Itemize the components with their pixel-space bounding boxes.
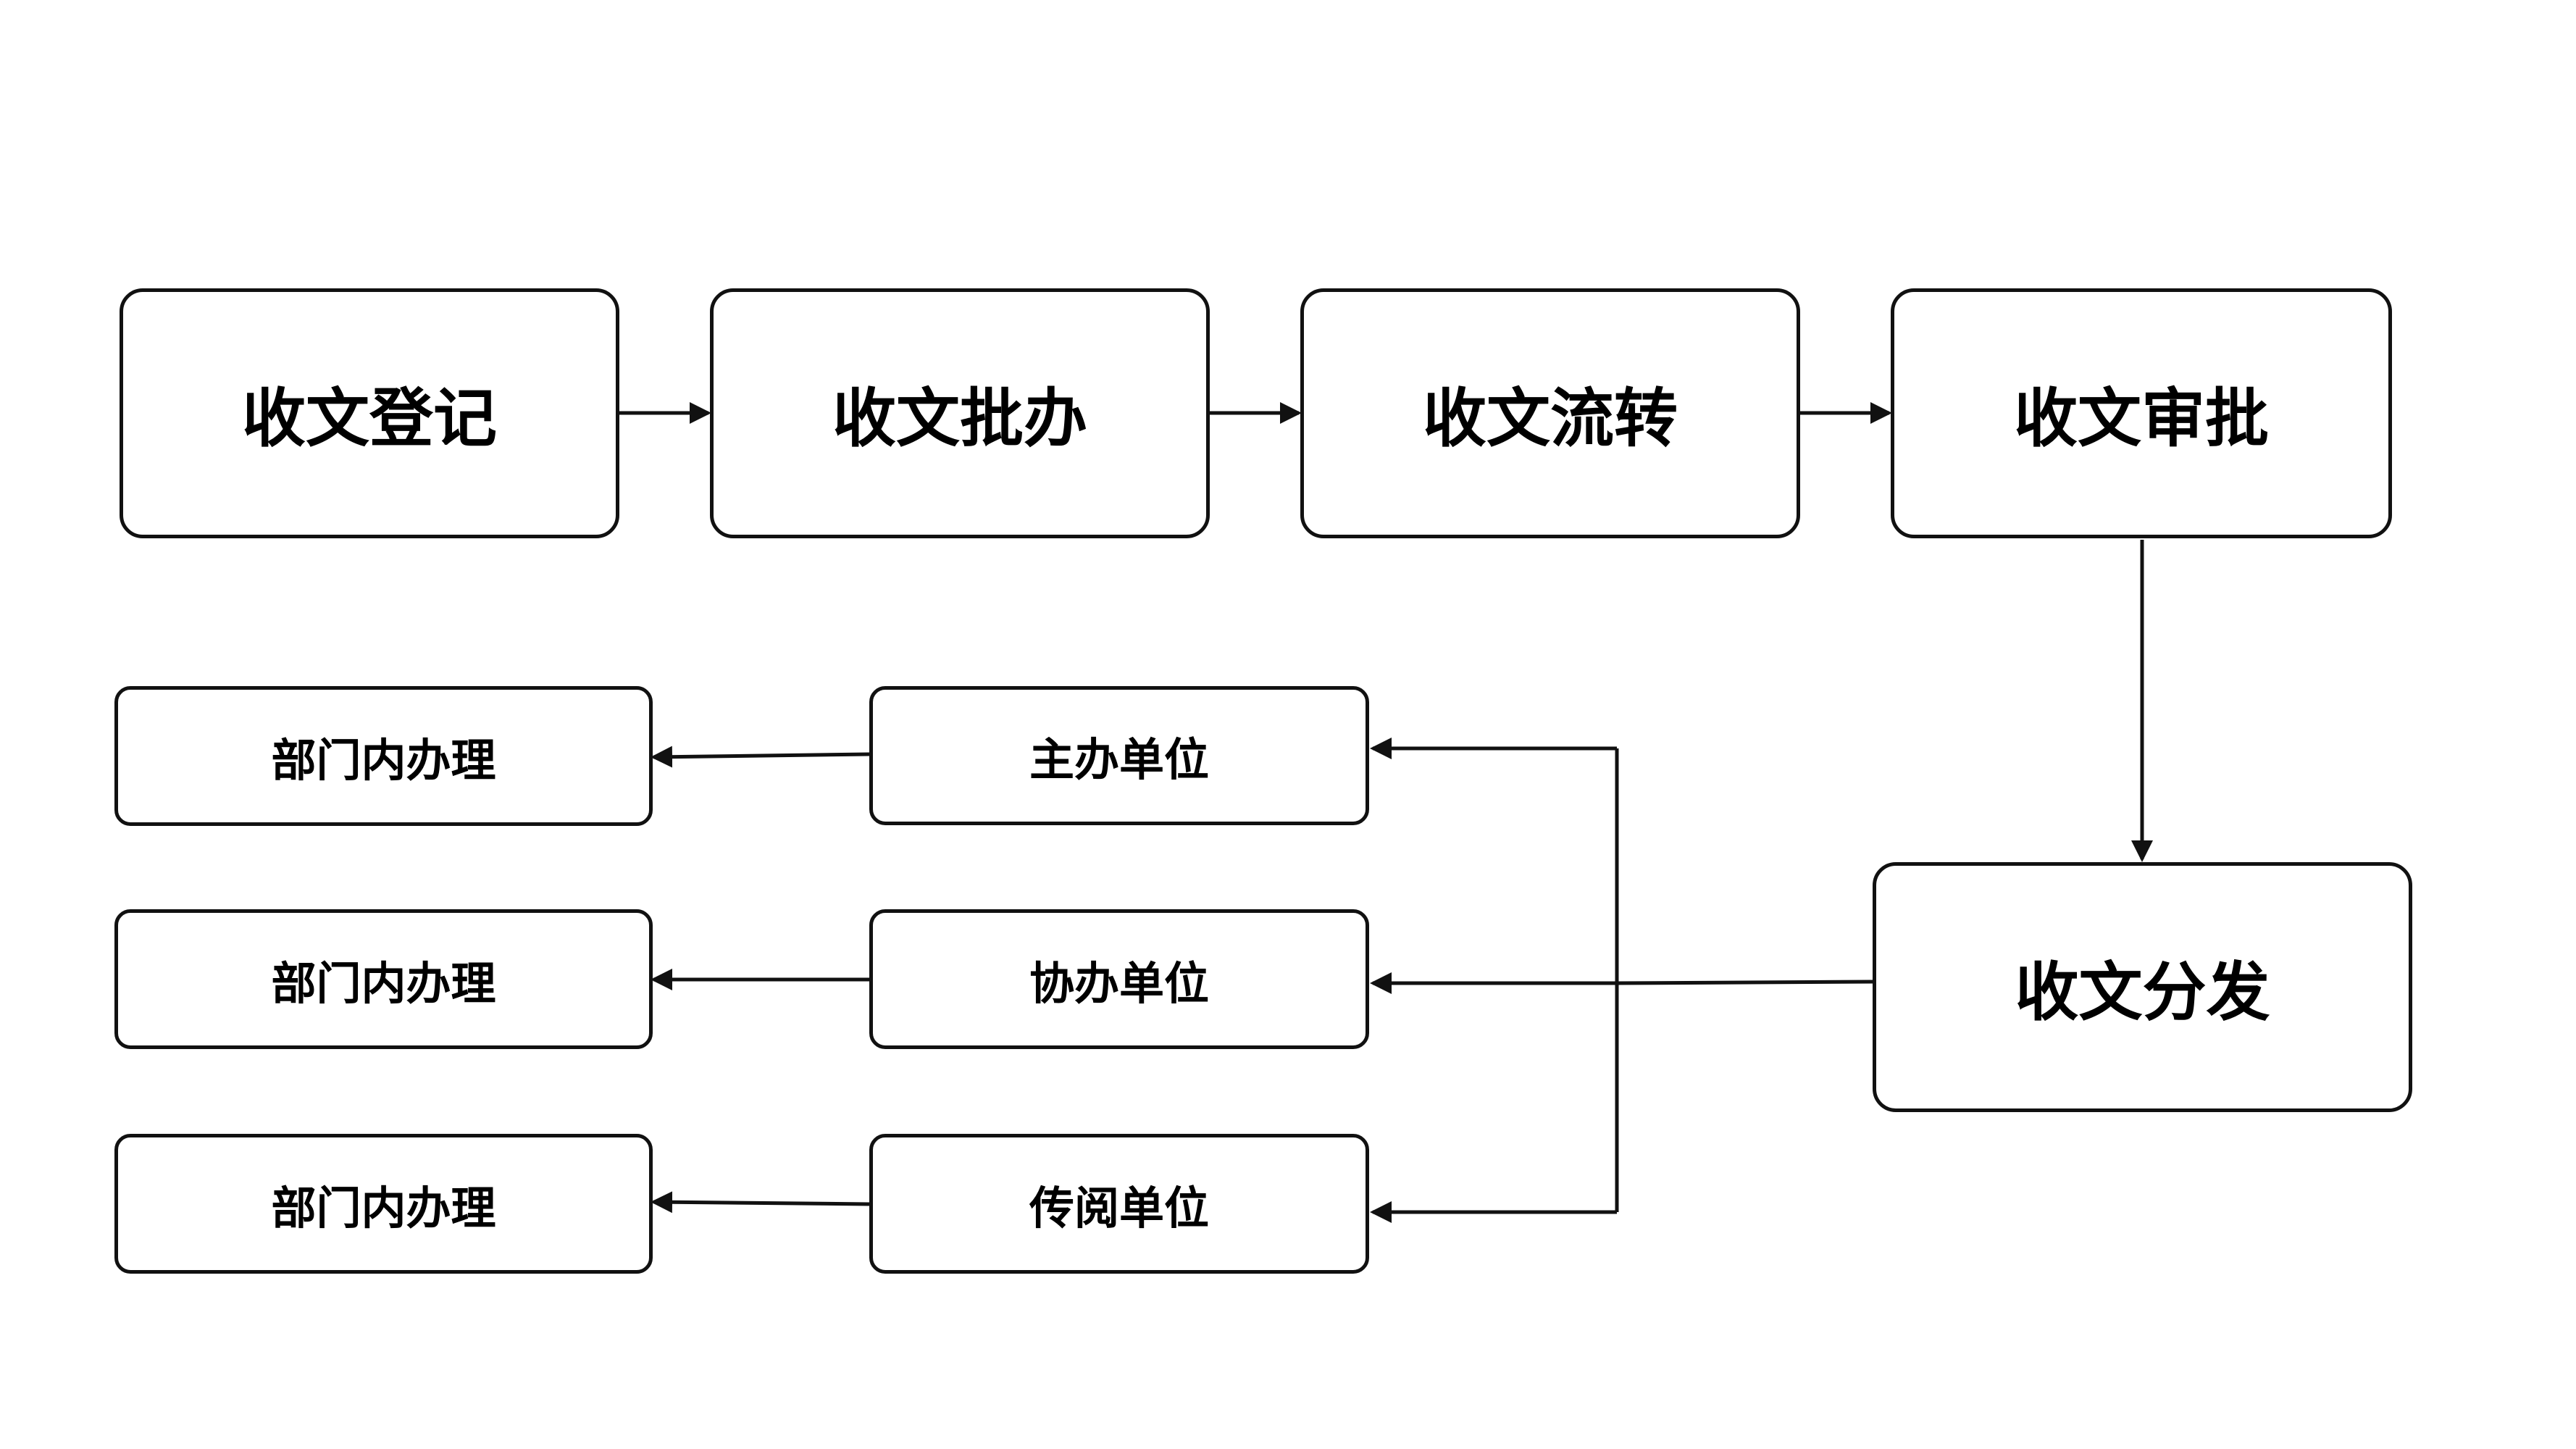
- step-circulate: 收文流转: [1300, 288, 1800, 538]
- arrow-circulation-unit-to-dept: [651, 1191, 870, 1214]
- dept-handling-box-3: 部门内办理: [114, 1134, 653, 1274]
- step-distribute: 收文分发: [1873, 862, 2412, 1112]
- dept-handling-box-2: 部门内办理: [114, 909, 653, 1049]
- step-instruct: 收文批办: [710, 288, 1210, 538]
- step-register: 收文登记: [120, 288, 619, 538]
- line-distribute-to-bus: [1616, 980, 1875, 985]
- assist-unit-box: 协办单位: [869, 909, 1369, 1049]
- lead-unit-box: 主办单位: [869, 686, 1369, 825]
- step-approve: 收文审批: [1891, 288, 2392, 538]
- dept-handling-box-1: 部门内办理: [114, 686, 653, 826]
- arrow-lead-unit-to-dept: [651, 746, 870, 768]
- circulation-unit-box: 传阅单位: [869, 1134, 1369, 1274]
